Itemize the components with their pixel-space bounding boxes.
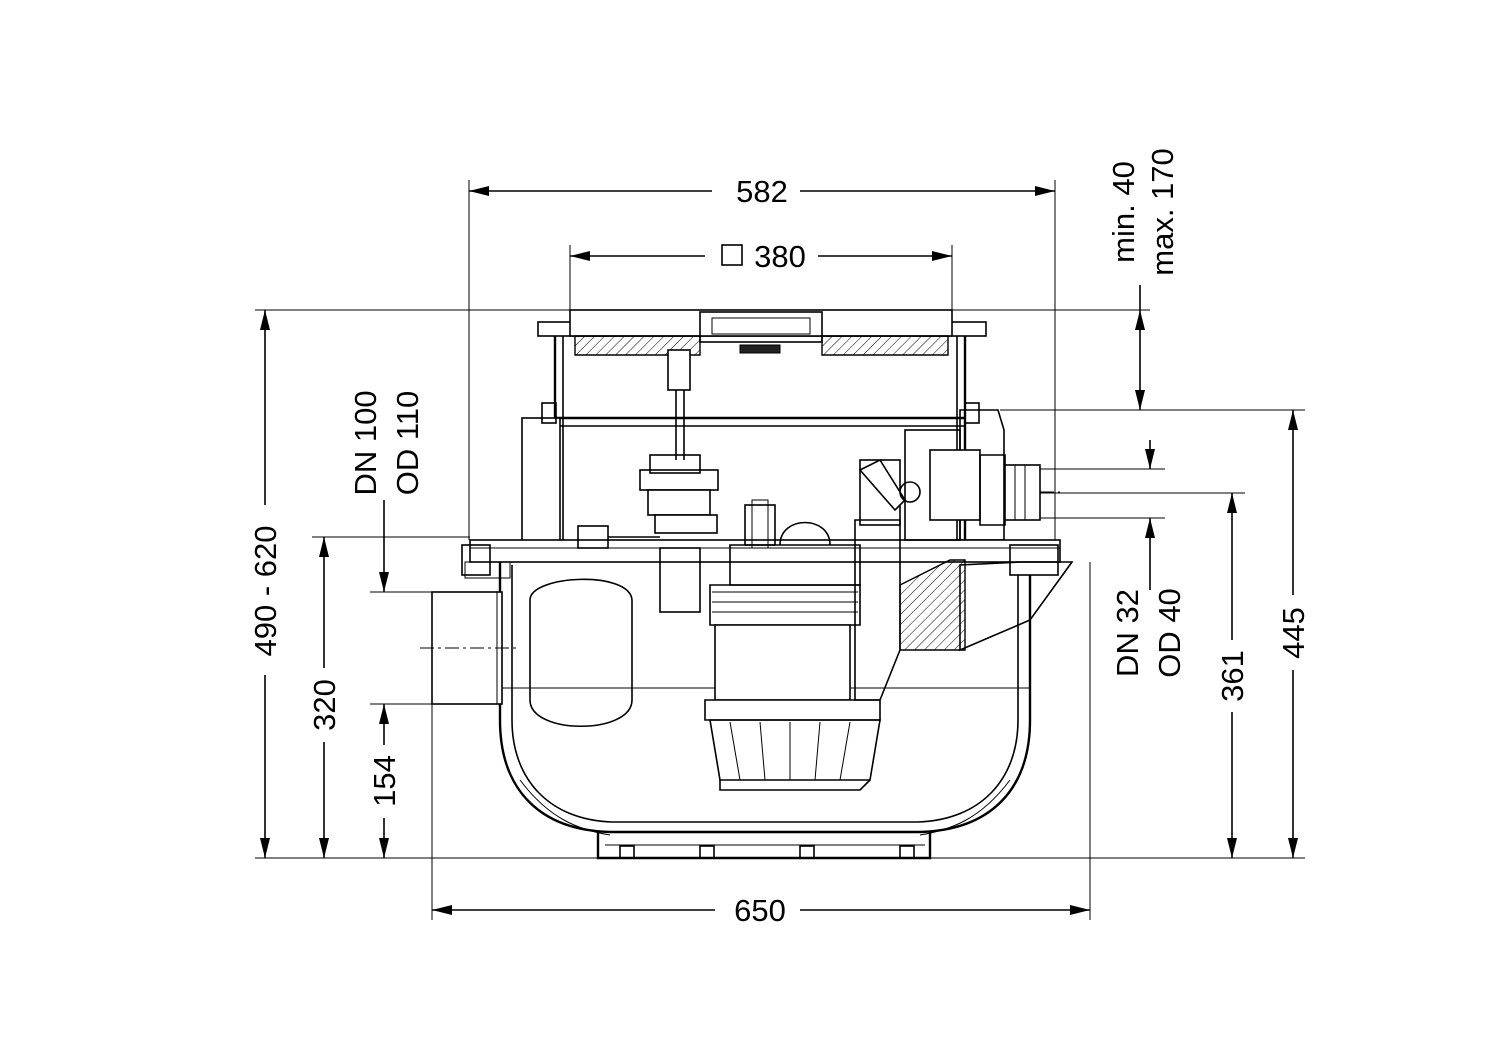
pressure-outlet [904, 429, 1060, 541]
inlet-dn-label: DN 100 [348, 390, 383, 495]
square-symbol-icon [721, 244, 743, 266]
dim-width-overall: 582 [736, 174, 788, 209]
dim-inlet-height: 320 [307, 679, 342, 731]
pump-unit [659, 458, 966, 791]
adjust-min-label: min. 40 [1106, 161, 1141, 263]
outlet-od-label: OD 40 [1152, 588, 1187, 678]
inlet-pipe [420, 578, 633, 728]
dim-inlet-bottom: 154 [367, 755, 402, 807]
dim-height-range: 490 - 620 [248, 526, 283, 657]
dim-cover-square-value: 380 [754, 239, 806, 274]
dim-cover-square: 380 [721, 239, 806, 274]
riser-walls [521, 336, 1005, 544]
dim-pressure-outlet-height: 361 [1215, 650, 1250, 702]
outlet-dn-label: DN 32 [1110, 589, 1145, 677]
dim-base-width: 650 [734, 893, 786, 928]
dim-upper-height: 445 [1276, 607, 1311, 659]
cover-frame [537, 309, 987, 356]
float-switch [577, 349, 719, 549]
dimension-lines [260, 186, 1298, 915]
lifting-station-body [420, 309, 1074, 860]
inlet-od-label: OD 110 [390, 391, 425, 496]
adjust-max-label: max. 170 [1145, 148, 1180, 276]
